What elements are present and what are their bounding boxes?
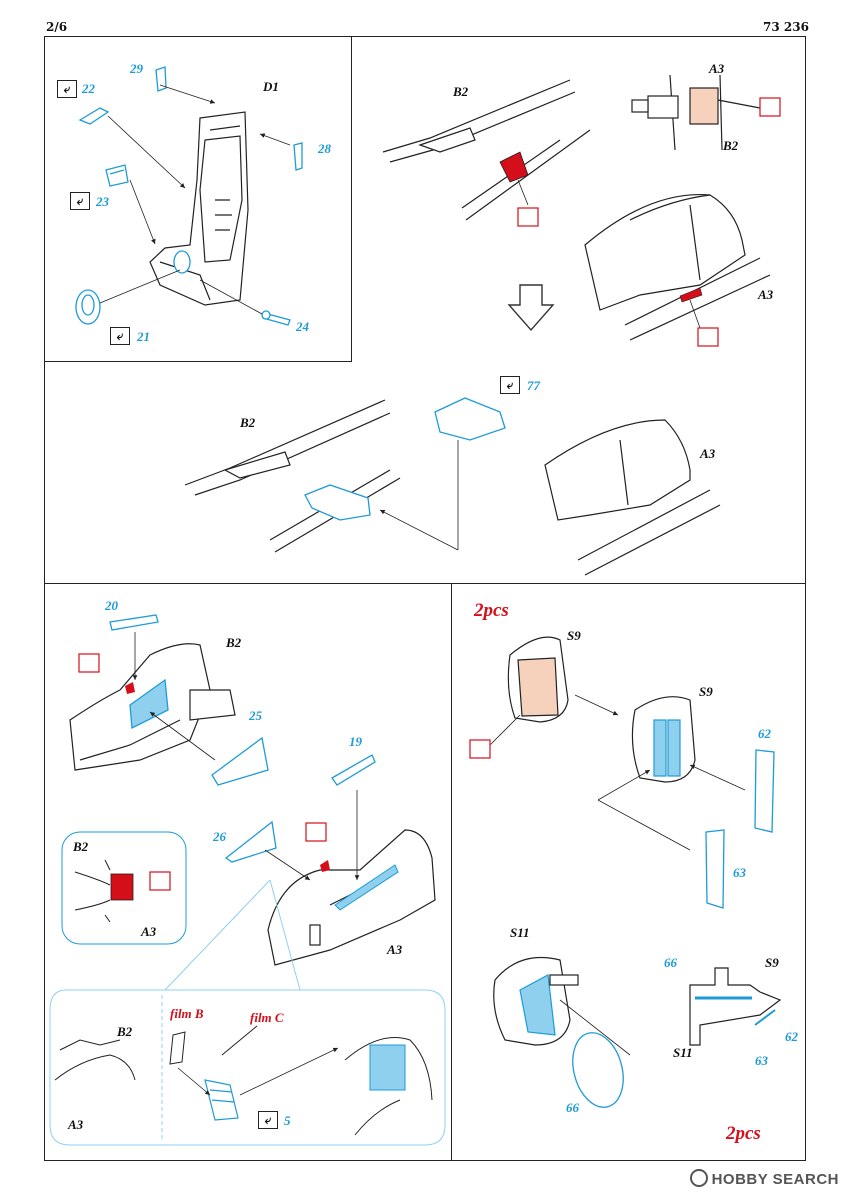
paint-swatch-hatched-icon-3 <box>305 822 327 842</box>
part-number-28: 28 <box>318 141 331 156</box>
part-number-20: 20 <box>105 598 118 613</box>
part-26-drawing <box>224 820 277 863</box>
down-arrow-icon <box>507 284 555 332</box>
label-a3: A3 <box>68 1117 84 1132</box>
label-s11: S11 <box>510 925 530 940</box>
quantity-label: 2pcs <box>726 1123 761 1144</box>
paint-swatch-icon <box>517 207 539 227</box>
seat-part-24 <box>261 310 291 326</box>
part-number-63: 63 <box>733 865 746 880</box>
bend-icon: ⤶ <box>258 1111 278 1129</box>
paint-area-red-1 <box>499 151 529 183</box>
paint-area-red-3 <box>125 682 135 694</box>
part-number-5: 5 <box>284 1113 291 1128</box>
inset-b2-a3-drawing <box>74 859 111 923</box>
label-d1: D1 <box>263 79 279 94</box>
paint-swatch-icon-4 <box>469 739 491 759</box>
fuselage-b2-drawing <box>382 79 591 221</box>
part-20-drawing <box>109 614 169 730</box>
label-a3: A3 <box>141 924 157 939</box>
seat-part-21 <box>75 250 191 325</box>
part-number-22: 22 <box>82 81 95 96</box>
paint-area-red-5 <box>320 860 330 872</box>
paint-area-red-2 <box>679 287 703 303</box>
label-a3: A3 <box>387 942 403 957</box>
label-b2: B2 <box>453 84 469 99</box>
quantity-label: 2pcs <box>474 600 509 621</box>
seat-part-29 <box>155 66 167 92</box>
inset-b2-a3 <box>61 831 187 945</box>
panel-canopy <box>451 583 806 1161</box>
seat-part-23 <box>105 164 129 187</box>
paint-swatch-icon-2 <box>759 97 781 117</box>
part-number-29: 29 <box>130 61 143 76</box>
part-number-21: 21 <box>137 329 150 344</box>
fuselage-a3-drawing <box>584 193 771 341</box>
product-code: 73 236 <box>763 20 809 34</box>
part-19-fitted <box>334 864 399 911</box>
fuselage-a3-mid-drawing <box>544 419 721 576</box>
paint-swatch-hatched-icon <box>78 653 100 673</box>
film-c-drawing <box>221 1025 258 1056</box>
label-b2: B2 <box>240 415 256 430</box>
seat-part-28 <box>293 142 303 171</box>
paint-swatch-icon-3 <box>697 327 719 347</box>
bend-icon: ⤶ <box>57 80 77 98</box>
label-b2: B2 <box>73 839 89 854</box>
part-19-drawing <box>331 754 376 786</box>
part-25-drawing <box>211 736 269 786</box>
part-77-drawing <box>304 397 506 521</box>
detail-box <box>49 879 446 1146</box>
label-film-b: film B <box>170 1006 204 1021</box>
film-b-drawing <box>169 1031 186 1065</box>
paint-swatch-hatched-icon-2 <box>149 871 171 891</box>
label-s9: S9 <box>699 684 713 699</box>
bend-icon: ⤶ <box>110 327 130 345</box>
detail-assembled-drawing <box>344 1037 433 1136</box>
watermark-text: HOBBY SEARCH <box>711 1171 839 1188</box>
label-b2: B2 <box>226 635 242 650</box>
part-5-drawing <box>204 1079 239 1121</box>
part-number-63: 63 <box>755 1053 768 1068</box>
label-b2: B2 <box>117 1024 133 1039</box>
part-63-drawing <box>705 829 725 909</box>
part-number-26: 26 <box>213 829 226 844</box>
canopy-s11-drawing <box>493 956 579 1046</box>
part-number-19: 19 <box>349 734 362 749</box>
part-number-25: 25 <box>249 708 262 723</box>
part-number-23: 23 <box>96 194 109 209</box>
label-a3: A3 <box>758 287 774 302</box>
label-s9: S9 <box>765 955 779 970</box>
fuselage-b2-mid-drawing <box>184 399 401 553</box>
canopy-s9-drawing <box>631 696 696 783</box>
detail-a3-drawing <box>54 1039 136 1081</box>
part-66-disc-drawing <box>572 1032 624 1108</box>
label-film-c: film C <box>250 1010 284 1025</box>
bend-icon: ⤶ <box>70 192 90 210</box>
part-number-24: 24 <box>296 319 309 334</box>
part-number-66: 66 <box>664 955 677 970</box>
label-a3: A3 <box>709 61 725 76</box>
canopy-s9-flesh-drawing <box>507 636 569 723</box>
part-62-drawing <box>754 749 775 833</box>
part-number-62: 62 <box>785 1029 798 1044</box>
watermark: HOBBY SEARCH <box>689 1169 839 1188</box>
hobby-search-logo-icon <box>689 1169 708 1187</box>
label-s9: S9 <box>567 628 581 643</box>
detail-a3-b2-drawing <box>631 74 761 151</box>
seat-part-22 <box>78 107 110 125</box>
label-s11: S11 <box>673 1045 693 1060</box>
part-number-77: 77 <box>527 378 540 393</box>
label-a3: A3 <box>700 446 716 461</box>
part-number-62: 62 <box>758 726 771 741</box>
paint-area-red-4 <box>110 873 134 901</box>
label-b2: B2 <box>723 138 739 153</box>
part-number-66: 66 <box>566 1100 579 1115</box>
page-number: 2/6 <box>46 20 68 34</box>
section-s9-s11-drawing <box>689 967 782 1046</box>
bend-icon: ⤶ <box>500 376 520 394</box>
